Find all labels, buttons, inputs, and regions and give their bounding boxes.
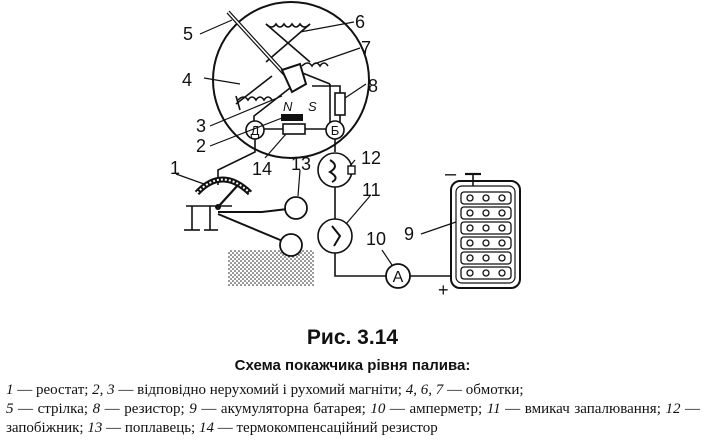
- ammeter-label: A: [393, 269, 404, 286]
- terminal-b-label: Б: [331, 123, 340, 138]
- legend-num-8: 8: [92, 401, 101, 417]
- float-13: [284, 196, 308, 220]
- fuse-12: [317, 152, 353, 188]
- legend-text-4: — обмотки;: [443, 382, 524, 398]
- legend-num-9: 9: [189, 401, 197, 417]
- legend-text-8: — резистор;: [100, 401, 190, 417]
- figure-subtitle: Схема покажчика рівня палива:: [234, 357, 471, 374]
- figure-legend: 1 — реостат; 2, 3 — відповідно нерухомий…: [6, 381, 700, 438]
- terminal-d-label: Д: [251, 123, 260, 138]
- thermo-resistor-14: [282, 123, 306, 135]
- label-8: 8: [368, 76, 378, 96]
- coil-6: [265, 22, 311, 63]
- legend-text-14: — термокомпенсаційний резистор: [213, 420, 438, 436]
- legend-num-2: 2, 3: [92, 382, 115, 398]
- legend-num-14: 14: [198, 420, 214, 436]
- pole-n-label: N: [283, 99, 293, 114]
- figure-title: Рис. 3.14: [306, 326, 399, 349]
- coil-4: [235, 75, 273, 111]
- battery-cells: [460, 191, 512, 280]
- legend-text-2: — відповідно нерухомий і рухомий магніти…: [114, 382, 406, 398]
- label-9: 9: [404, 224, 414, 244]
- minus-label: –: [445, 163, 457, 185]
- moving-magnet-3: [280, 62, 308, 94]
- label-1: 1: [170, 158, 180, 178]
- pole-s-label: S: [308, 99, 317, 114]
- label-7: 7: [361, 38, 371, 58]
- legend-num-1: 1: [6, 382, 14, 398]
- legend-text-1: — реостат;: [13, 382, 93, 398]
- float-body: [279, 233, 303, 257]
- legend-text-13: — поплавець;: [102, 420, 199, 436]
- plus-label: +: [438, 280, 449, 300]
- label-3: 3: [196, 116, 206, 136]
- fuel-gauge-schematic: Д Б N S A – +: [170, 1, 521, 300]
- label-14: 14: [252, 159, 272, 179]
- label-12: 12: [361, 148, 381, 168]
- legend-num-13: 13: [87, 420, 103, 436]
- resistor-8: [334, 92, 346, 116]
- legend-num-5: 5: [6, 401, 14, 417]
- label-6: 6: [355, 12, 365, 32]
- ignition-switch-11: [317, 218, 353, 254]
- label-11: 11: [362, 180, 381, 200]
- label-13: 13: [291, 154, 311, 174]
- legend-num-12: 12: [665, 401, 681, 417]
- legend-text-5: — стрілка;: [13, 401, 93, 417]
- legend-text-9: — акумуляторна батарея;: [196, 401, 371, 417]
- ground-symbol: [184, 205, 232, 231]
- legend-num-10: 10: [370, 401, 386, 417]
- label-2: 2: [196, 136, 206, 156]
- label-4: 4: [182, 70, 192, 90]
- legend-text-11: — вмикач запалювання;: [500, 401, 666, 417]
- label-5: 5: [183, 24, 193, 44]
- fixed-magnet-2: [281, 114, 303, 121]
- legend-text-10: — амперметр;: [385, 401, 487, 417]
- legend-text-12: — запобіжник;: [6, 401, 700, 436]
- fuel-liquid: [228, 250, 314, 286]
- rheostat-1: [194, 176, 253, 210]
- label-10: 10: [366, 229, 386, 249]
- legend-num-11: 11: [486, 401, 501, 417]
- legend-num-4: 4, 6, 7: [405, 382, 444, 398]
